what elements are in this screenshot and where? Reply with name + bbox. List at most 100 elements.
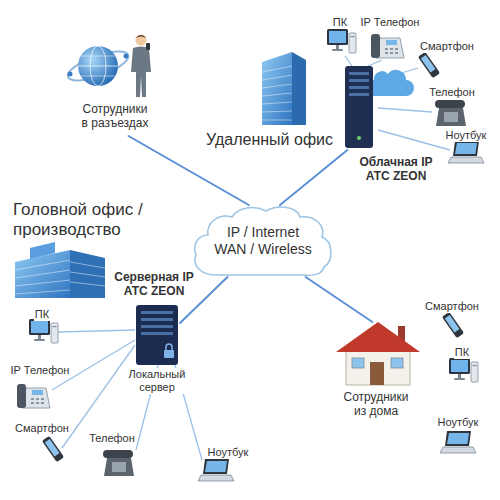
phone-icon — [435, 100, 466, 126]
text-slot: IP Телефон — [358, 12, 422, 30]
head-server-part — [166, 344, 172, 350]
head-office-building-part-part — [15, 260, 70, 270]
remote-office-building-part-part — [262, 84, 292, 88]
group-label: Сотрудники из дома — [338, 390, 414, 418]
smartphone-icon — [442, 312, 464, 338]
cloud-label: IP / Internet WAN / Wireless — [208, 224, 318, 258]
remote-office-building-part-part — [262, 102, 292, 104]
device-wires-part — [345, 56, 352, 66]
text-slot: Сотрудники из дома — [338, 390, 414, 419]
head-office-building-part-part — [15, 290, 70, 294]
head-server — [136, 305, 178, 365]
text-slot: Смартфон — [415, 36, 479, 54]
pc-icon — [327, 29, 356, 53]
text-slot: IP Телефон — [8, 360, 72, 378]
head-server-part — [141, 332, 173, 335]
network-link — [280, 150, 347, 205]
network-link — [306, 277, 373, 322]
laptop-icon — [198, 459, 234, 481]
device-wires-part — [58, 330, 135, 332]
head-office-building-part-part — [70, 272, 105, 277]
remote-office-building-part — [262, 52, 292, 125]
remote-office-building-part-part — [262, 66, 292, 72]
head-server-part — [141, 311, 173, 314]
text-slot: Сотрудники в разъездах — [78, 102, 152, 131]
home-icon-part — [336, 322, 420, 352]
remote-office-group: Удаленный офисОблачная IP АТС ZEON — [338, 62, 385, 150]
pc-icon — [449, 358, 478, 382]
text-slot: Смартфон — [10, 418, 74, 436]
head-office-building-part-part — [15, 270, 70, 278]
travel-group: Сотрудники в разъездах — [70, 28, 160, 136]
head-office-building — [15, 242, 105, 298]
traveller-icon-part — [68, 72, 73, 77]
home-icon-part — [346, 350, 410, 385]
device-label: Телефон — [88, 432, 136, 445]
text-slot: Телефон — [80, 428, 144, 446]
device-wires-part — [378, 130, 450, 150]
laptop-icon — [448, 141, 484, 163]
site-title: Удаленный офис — [205, 130, 334, 149]
text-slot: Телефон — [420, 82, 484, 100]
text-slot: Смартфон — [420, 296, 484, 314]
remote-office-building-part-part — [262, 75, 292, 80]
head-office-building-part — [30, 242, 55, 259]
traveller-icon-part — [124, 54, 129, 59]
device-wires — [52, 56, 450, 460]
remote-office-building-part-part — [262, 93, 292, 96]
remote-server-part — [349, 93, 369, 96]
phone-icon — [103, 450, 134, 476]
laptop-icon — [440, 431, 476, 453]
traveller-icon-part — [78, 66, 118, 67]
remote-office-building — [262, 52, 306, 125]
remote-office-building-part-part — [262, 111, 292, 112]
text-slot: IP / Internet WAN / Wireless — [192, 205, 334, 277]
remote-office-building-part — [262, 66, 292, 120]
device-label: Ноутбук — [207, 446, 250, 459]
text-slot: Ноутбук — [426, 412, 490, 430]
text-slot: Серверная IP АТС ZEON — [112, 270, 196, 299]
pbx-label: Серверная IP АТС ZEON — [112, 270, 196, 298]
text-slot: Локальный сервер — [124, 368, 190, 395]
pbx-label: Облачная IP АТС ZEON — [352, 155, 440, 183]
remote-server-part — [357, 136, 361, 140]
device-label: Смартфон — [14, 422, 70, 435]
device-label: IP Телефон — [10, 364, 71, 377]
head-office-building-part — [15, 260, 105, 294]
home-icon — [336, 322, 420, 385]
device-label: ПК — [34, 308, 50, 321]
home-group: Сотрудники из дома — [340, 322, 412, 385]
remote-server-part — [349, 79, 369, 82]
device-label: Ноутбук — [437, 416, 480, 429]
device-label: ПК — [332, 16, 348, 29]
text-slot: Головной офис / производство — [12, 200, 182, 240]
device-wires-part — [378, 108, 432, 112]
remote-server-part — [345, 66, 373, 148]
home-icon-part — [391, 358, 403, 368]
device-label: Ноутбук — [445, 129, 488, 142]
home-icon-part — [370, 362, 384, 385]
device-icons — [17, 29, 484, 481]
pc-icon — [29, 319, 58, 343]
traveller-icon — [65, 35, 151, 98]
text-slot: Облачная IP АТС ZEON — [352, 155, 440, 184]
device-label: Смартфон — [419, 40, 475, 53]
text-slot: Удаленный офис — [200, 130, 334, 149]
ip-phone-icon — [371, 34, 404, 58]
cloud-outline — [195, 207, 331, 275]
device-label: Телефон — [428, 86, 476, 99]
text-slot: Ноутбук — [196, 442, 260, 460]
traveller-icon-part — [136, 35, 147, 38]
site-title: Головной офис / производство — [12, 200, 182, 240]
head-server-part — [141, 325, 173, 328]
traveller-icon-part — [146, 43, 150, 50]
traveller-icon-part — [81, 76, 115, 77]
head-office-building-part — [70, 250, 105, 298]
head-server-part — [141, 318, 173, 321]
group-label: Сотрудники в разъездах — [78, 102, 152, 130]
traveller-icon-part — [65, 46, 132, 87]
device-label: IP Телефон — [360, 16, 421, 29]
remote-server-part — [349, 86, 369, 89]
